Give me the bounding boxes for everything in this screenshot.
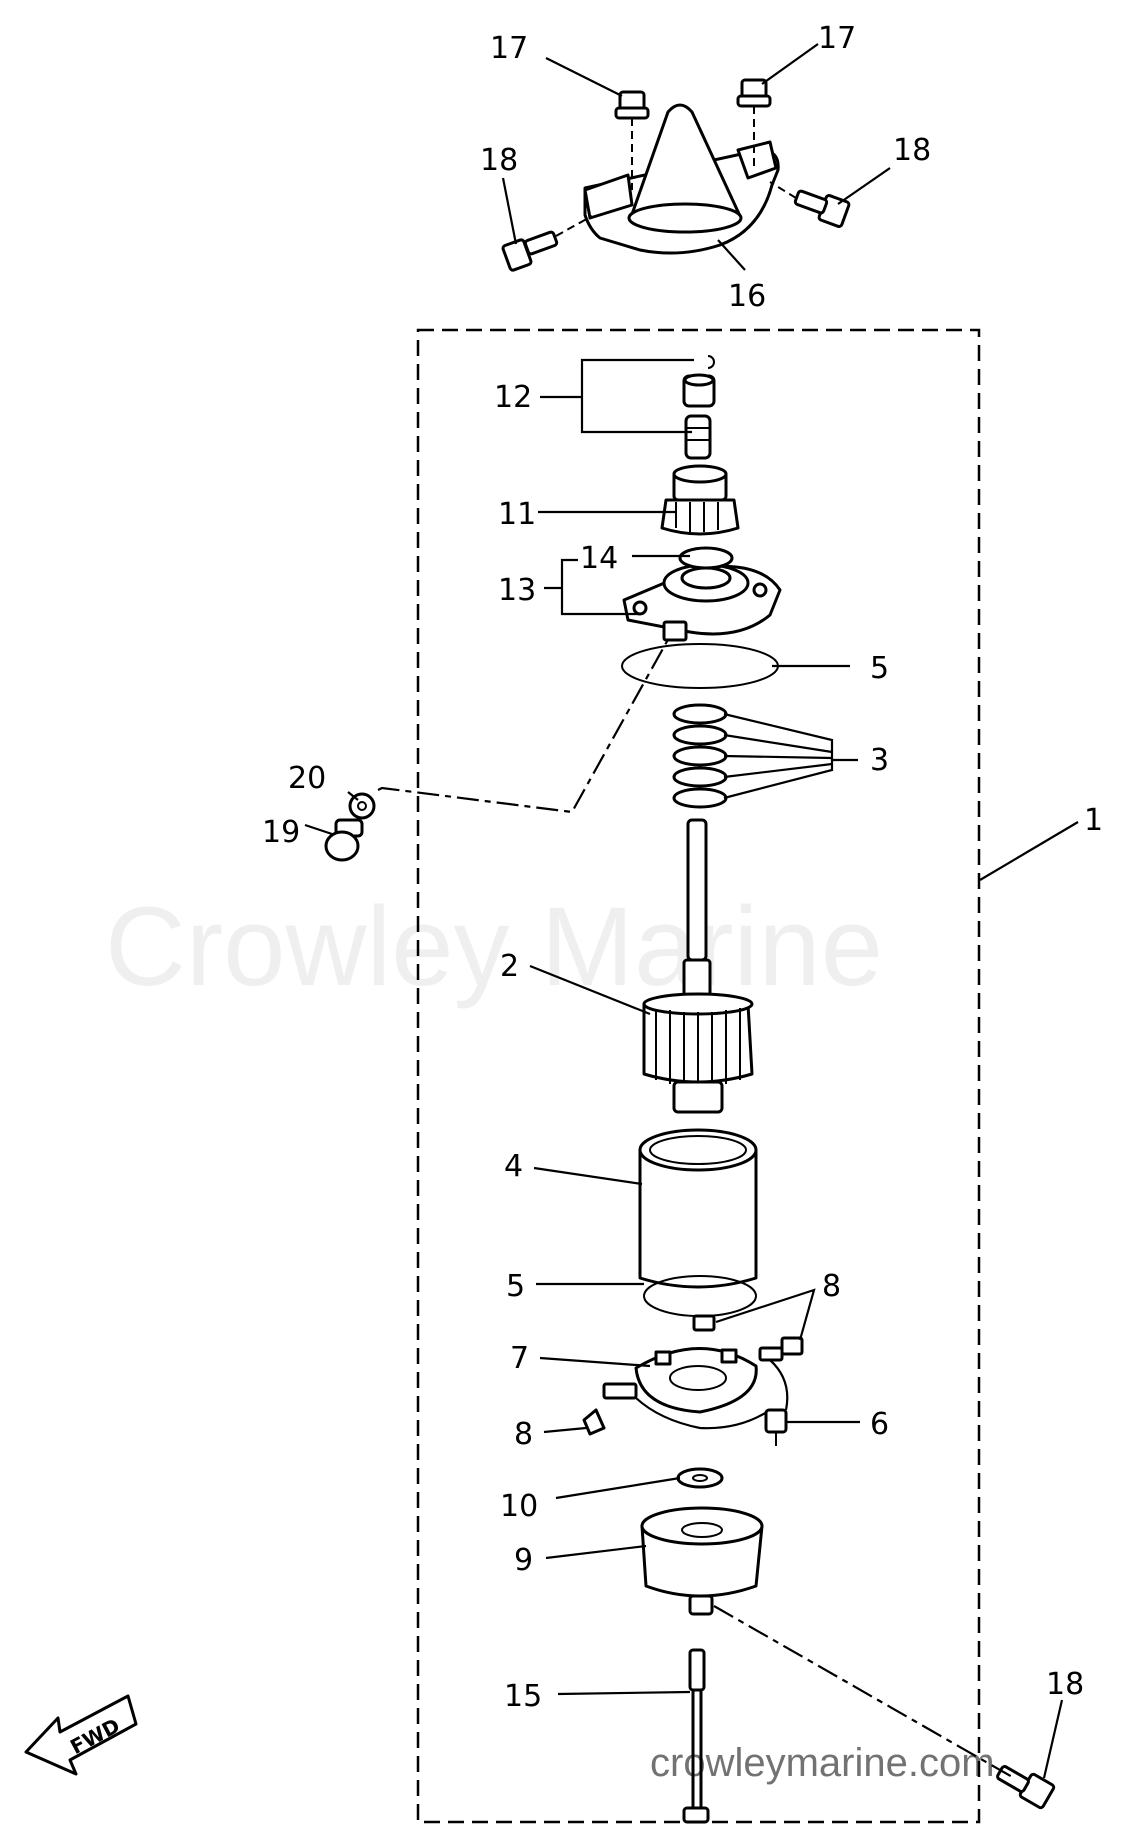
callout-17-left: 17 [490,31,528,66]
part-8-brush-right [780,1336,804,1356]
part-17-bolt-left [614,90,650,190]
callout-labels: 17 17 18 18 16 12 11 14 13 5 3 20 19 1 2… [262,21,1103,1714]
callout-18-bottom: 18 [1046,1667,1084,1702]
part-2-armature [642,818,754,1114]
leader-lines [304,43,1079,1779]
callout-4: 4 [504,1149,523,1184]
part-5-oring-top [621,643,779,689]
callout-3: 3 [870,743,889,778]
callout-16: 16 [728,279,766,314]
part-19-cap [324,818,364,862]
callout-8-top: 8 [822,1269,841,1304]
callout-10: 10 [500,1489,538,1524]
callout-15: 15 [504,1679,542,1714]
part-20-washer [348,792,376,820]
part-18-bolt-left [501,215,593,272]
callout-18-left: 18 [480,143,518,178]
callout-20: 20 [288,761,326,796]
part-9-rear-cover [640,1506,764,1616]
part-7-brush-holder [602,1346,784,1414]
fwd-direction-arrow: FWD [24,1694,138,1776]
part-15-through-bolt [682,1648,710,1824]
callout-11: 11 [498,497,536,532]
watermark-text: Crowley Marine [105,884,883,1009]
part-13-front-cover [622,563,782,642]
callout-17-right: 17 [818,21,856,56]
callout-1: 1 [1084,803,1103,838]
callout-5-bottom: 5 [506,1269,525,1304]
part-17-bolt-right [736,78,772,170]
callout-12: 12 [494,380,532,415]
part-11-pinion [660,464,740,536]
part-18-bolt-right [769,181,851,228]
callout-13: 13 [498,573,536,608]
part-3-washers [672,703,728,809]
part-8-brush-upper [692,1314,716,1332]
callout-6: 6 [870,1407,889,1442]
callout-2: 2 [500,949,519,984]
part-8-brush-lower [582,1408,606,1436]
part-16-bracket [583,103,780,255]
part-12-set [682,355,716,460]
callout-18-right: 18 [893,133,931,168]
part-10-washer [676,1467,724,1489]
part-14-bushing [678,546,734,570]
callout-19: 19 [262,815,300,850]
callout-14: 14 [580,541,618,576]
callout-9: 9 [514,1543,533,1578]
part-4-yoke [638,1128,758,1289]
callout-5-top: 5 [870,651,889,686]
callout-7: 7 [510,1341,529,1376]
callout-8-bottom: 8 [514,1417,533,1452]
watermark-url: crowleymarine.com [650,1741,995,1785]
